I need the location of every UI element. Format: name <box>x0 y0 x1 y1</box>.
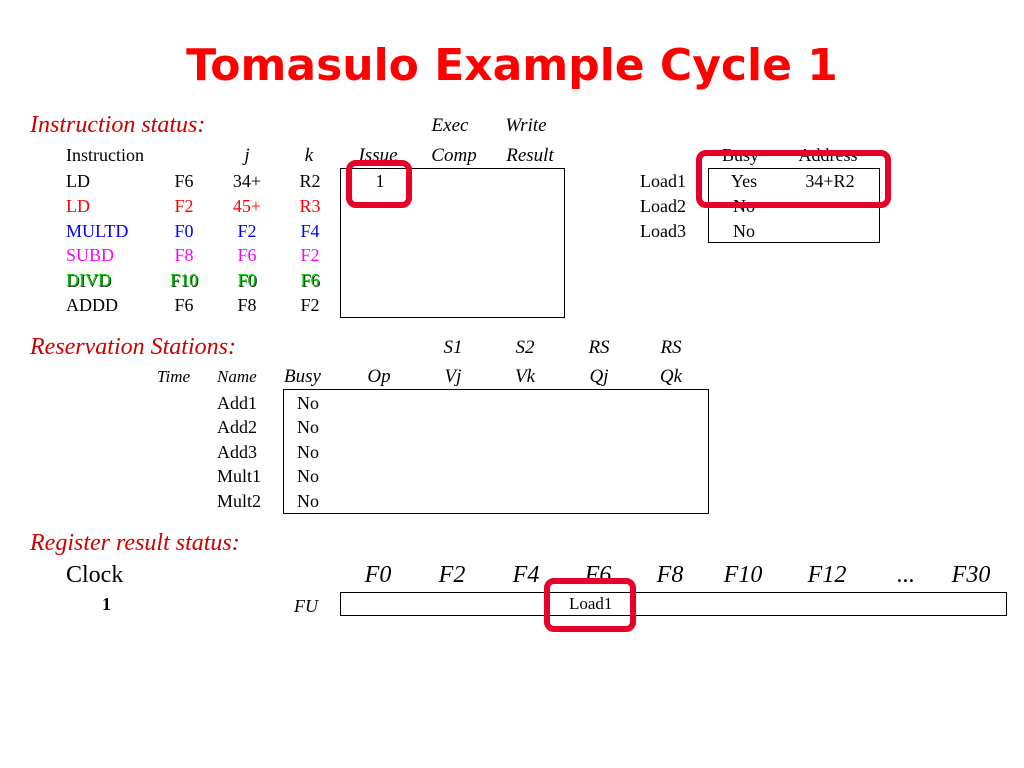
instr-j: F8 <box>237 295 257 315</box>
register-f10: F10 <box>723 562 763 588</box>
instr-j: 34+ <box>232 171 262 191</box>
instr-op: SUBD <box>66 245 115 265</box>
reservation-stations-label: Reservation Stations: <box>30 334 236 360</box>
time-header: Time <box>157 367 191 386</box>
register-f0: F0 <box>364 562 392 588</box>
rs-busy: No <box>297 417 319 437</box>
j-header: j <box>244 145 250 166</box>
qk-header: Qk <box>659 366 683 387</box>
instruction-status-box <box>340 168 565 318</box>
instr-dest: F6 <box>174 295 194 315</box>
rs-busy: No <box>297 491 319 511</box>
fu-row-box <box>340 592 1007 616</box>
k-header: k <box>304 145 314 166</box>
instr-op: LD <box>66 196 90 216</box>
instr-k: F2 <box>300 245 320 265</box>
instr-j: F6 <box>237 245 257 265</box>
result-header: Result <box>506 145 554 166</box>
instr-op: ADDD <box>66 295 118 315</box>
register-f4: F4 <box>512 562 540 588</box>
rs-qj-header: RS <box>588 337 610 358</box>
name-header: Name <box>217 367 257 386</box>
clock-value: 1 <box>102 594 111 614</box>
load-name: Load3 <box>640 221 686 241</box>
instr-op: MULTD <box>66 221 129 241</box>
s1-header: S1 <box>443 337 463 358</box>
op-header: Op <box>367 366 391 387</box>
qj-header: Qj <box>589 366 609 387</box>
rs-busy-header: Busy <box>284 366 321 387</box>
write-header: Write <box>505 115 547 136</box>
rs-busy: No <box>297 442 319 462</box>
rs-busy: No <box>297 466 319 486</box>
instruction-header: Instruction <box>66 145 144 165</box>
load-address: 34+R2 <box>805 171 855 191</box>
instr-op: LD <box>66 171 90 191</box>
instr-dest: F0 <box>174 221 194 241</box>
instr-issue: 1 <box>375 171 385 191</box>
instr-j: F0 <box>237 270 257 290</box>
instr-op: DIVD <box>66 270 111 290</box>
instr-k: F2 <box>300 295 320 315</box>
instr-k: R2 <box>299 171 321 191</box>
load1-highlight <box>696 150 891 208</box>
register-status-label: Register result status: <box>30 530 240 556</box>
rs-busy: No <box>297 393 319 413</box>
exec-header: Exec <box>431 115 469 136</box>
instr-dest: F2 <box>174 196 194 216</box>
reservation-stations-box <box>283 389 709 514</box>
instr-k: F4 <box>300 221 320 241</box>
rs-name: Add3 <box>217 442 257 462</box>
fu-label: FU <box>294 596 318 616</box>
instr-j: F2 <box>237 221 257 241</box>
clock-label: Clock <box>66 562 124 588</box>
rs-qk-header: RS <box>660 337 682 358</box>
page-title: Tomasulo Example Cycle 1 <box>186 40 838 91</box>
instr-dest: F10 <box>169 270 198 290</box>
vj-header: Vj <box>444 366 462 387</box>
instr-k: F6 <box>300 270 320 290</box>
vk-header: Vk <box>514 366 536 387</box>
register-f2: F2 <box>438 562 466 588</box>
instruction-status-label: Instruction status: <box>30 112 206 138</box>
register-ellipsis: ... <box>897 562 915 588</box>
fu-f6-value: Load1 <box>569 594 613 613</box>
s2-header: S2 <box>515 337 535 358</box>
load-busy: No <box>733 221 755 241</box>
fu-load1-highlight <box>544 578 636 632</box>
register-f30: F30 <box>951 562 991 588</box>
register-f8: F8 <box>656 562 684 588</box>
issue-highlight <box>346 160 412 208</box>
instr-dest: F8 <box>174 245 194 265</box>
comp-header: Comp <box>431 145 477 166</box>
instr-k: R3 <box>299 196 321 216</box>
rs-name: Add2 <box>217 417 257 437</box>
instr-dest: F6 <box>174 171 194 191</box>
rs-name: Mult1 <box>217 466 262 486</box>
register-f12: F12 <box>807 562 847 588</box>
rs-name: Mult2 <box>217 491 262 511</box>
load-name: Load2 <box>640 196 686 216</box>
instr-j: 45+ <box>232 196 262 216</box>
load-name: Load1 <box>640 171 686 191</box>
load-busy: Yes <box>730 171 758 191</box>
rs-name: Add1 <box>217 393 257 413</box>
